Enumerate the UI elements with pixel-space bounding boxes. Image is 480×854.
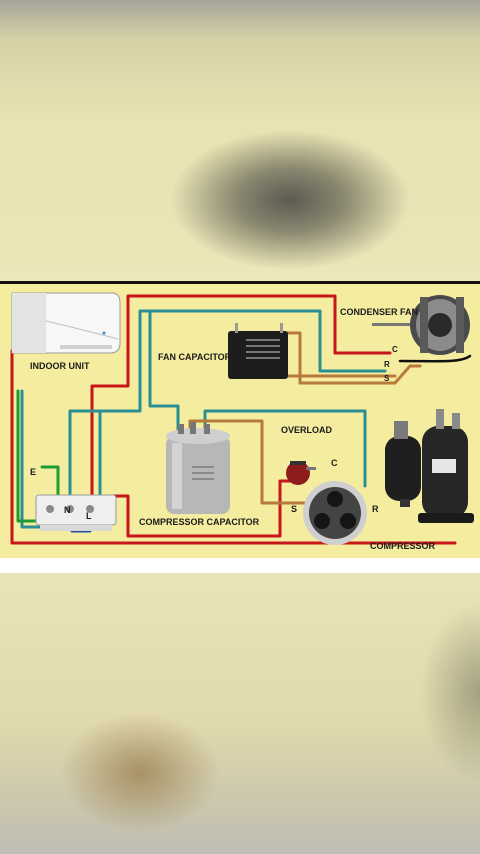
condenser-fan-motor	[372, 295, 470, 355]
indoor-unit-illustration	[11, 292, 121, 354]
blurred-background-top	[0, 0, 480, 281]
teal-wire-fan-r	[98, 309, 387, 513]
overload-label: OVERLOAD	[281, 425, 333, 435]
fan-capacitor-label: FAN CAPACITOR	[158, 352, 232, 362]
green-earth-wire	[40, 465, 60, 498]
compressor-label: COMPRESSOR	[370, 541, 436, 551]
wiring-diagram: INDOOR UNIT CONDENSER FAN FAN CAPACITOR …	[0, 281, 480, 573]
terminal-block	[35, 494, 117, 531]
indoor-unit-label: INDOOR UNIT	[30, 361, 90, 371]
fan-s-terminal-label: S	[384, 374, 390, 383]
brown-wire-fancap	[283, 331, 397, 385]
red-wire-main	[10, 349, 457, 545]
compressor-capacitor-label: COMPRESSOR CAPACITOR	[139, 517, 260, 527]
condenser-fan-label: CONDENSER FAN	[340, 307, 418, 317]
compressor-r-terminal-label: R	[372, 504, 379, 514]
blurred-background-bottom	[0, 573, 480, 854]
wiring-diagram-panel: INDOOR UNIT CONDENSER FAN FAN CAPACITOR …	[0, 281, 480, 573]
teal-wire-left	[68, 409, 102, 513]
bottom-margin	[0, 558, 480, 573]
terminal-l-label: L	[86, 511, 92, 521]
compressor-terminal-block	[303, 481, 367, 545]
compressor-s-terminal-label: S	[291, 504, 297, 514]
fan-capacitor-illustration	[228, 323, 288, 379]
brown-wire-fan-link	[393, 364, 422, 385]
terminal-n-label: N	[64, 505, 71, 515]
terminal-e-label: E	[30, 467, 36, 477]
fan-motor-lead	[398, 354, 472, 363]
red-wire-fan-c	[90, 294, 392, 523]
compressor-c-terminal-label: C	[331, 458, 338, 468]
compressor-illustration	[385, 409, 474, 523]
top-border	[0, 281, 480, 284]
fan-r-terminal-label: R	[384, 360, 390, 369]
compressor-capacitor-illustration	[166, 422, 230, 514]
fan-c-terminal-label: C	[392, 345, 398, 354]
overload-protector-illustration	[286, 461, 316, 485]
teal-wire-cap	[148, 309, 180, 433]
